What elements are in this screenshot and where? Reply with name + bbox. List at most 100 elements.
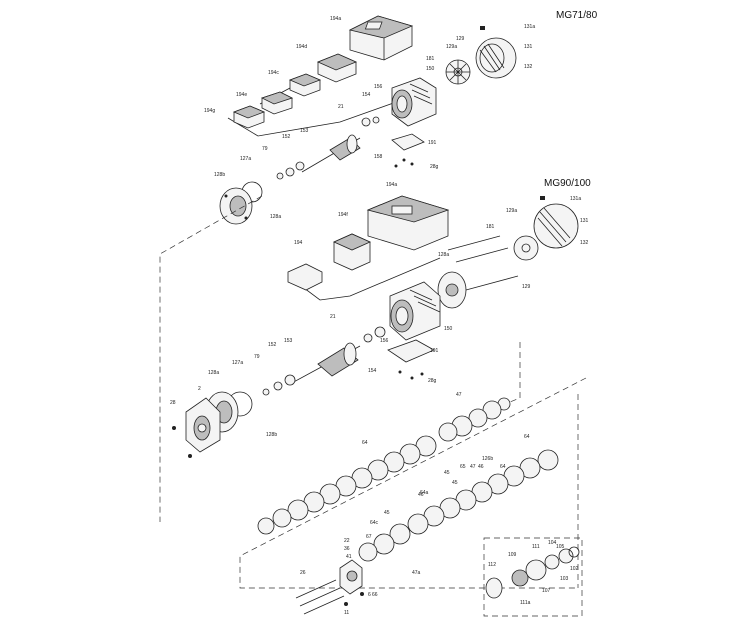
label-pump-base-b: 67 xyxy=(366,534,372,540)
mg90-dashed-frame xyxy=(159,195,263,522)
mg71-fan-cover[interactable] xyxy=(475,37,517,79)
pump-stage-47[interactable] xyxy=(438,397,511,442)
mg71-flange[interactable] xyxy=(219,187,253,225)
pump-stage-64b[interactable] xyxy=(358,449,559,562)
mg71-screw-top[interactable] xyxy=(480,26,485,30)
label-mg90-cover-screw: 132 xyxy=(580,240,589,246)
label-mg90-fan-cover: 131 xyxy=(580,218,589,224)
mg90-fan[interactable] xyxy=(513,235,539,261)
mg71-leader-group xyxy=(227,89,431,137)
mg90-screw-top[interactable] xyxy=(540,196,545,200)
label-mg90-drive-box: 194a xyxy=(386,182,397,188)
mg71-rotor[interactable] xyxy=(301,134,361,173)
mg90-rotor[interactable] xyxy=(289,342,361,385)
mg71-fan[interactable] xyxy=(445,59,471,85)
label-mg90-fan-b: 129a xyxy=(506,208,517,214)
pump-head[interactable] xyxy=(185,397,221,453)
label-mg71-drive-box: 194a xyxy=(330,16,341,22)
label-seal-112: 112 xyxy=(488,562,496,568)
label-seal-104: 104 xyxy=(548,540,557,546)
label-mg71-flange: 128b xyxy=(214,172,225,178)
label-pump-foot-b: 36 xyxy=(344,546,350,552)
label-mg71-bolt: 181 xyxy=(426,56,435,62)
pump-dashed-frame xyxy=(239,377,587,589)
mg90-heading: MG90/100 xyxy=(544,178,591,189)
mg90-ring-a[interactable] xyxy=(284,374,296,386)
label-mg71-oring-a: 79 xyxy=(262,146,268,152)
mg90-bolt[interactable] xyxy=(447,235,519,291)
mg71-bearing-b[interactable] xyxy=(361,117,371,127)
mg90-stator[interactable] xyxy=(389,281,441,341)
seal-109[interactable] xyxy=(511,569,529,587)
mg71-stator[interactable] xyxy=(391,77,437,127)
mg90-module-f[interactable] xyxy=(333,233,371,271)
mg90-drive-box[interactable] xyxy=(366,195,450,251)
pump-nut[interactable] xyxy=(344,602,348,606)
label-seal-111: 111 xyxy=(532,544,540,550)
mg71-module-g[interactable] xyxy=(232,105,266,129)
mg90-leader-group xyxy=(295,257,441,301)
label-mg71-module-e: 194e xyxy=(236,92,247,98)
seal-102[interactable] xyxy=(568,546,580,558)
mg90-module[interactable] xyxy=(287,263,323,291)
pump-screw-b[interactable] xyxy=(188,454,192,458)
label-mg90-ring-b: 152 xyxy=(268,342,277,348)
mg90-bearing-b[interactable] xyxy=(363,333,373,343)
label-mg71-screw-top: 131a xyxy=(524,24,535,30)
label-pump-ring-b: 45 xyxy=(384,510,390,516)
label-pump-foot: 22 xyxy=(344,538,350,544)
mg71-ring-a[interactable] xyxy=(295,161,305,171)
label-pump-foot-c: 41 xyxy=(346,554,352,560)
seal-dashed-box xyxy=(483,537,583,617)
pump-base[interactable] xyxy=(339,559,363,595)
mg90-bearing[interactable] xyxy=(374,326,386,338)
mg71-module-d[interactable] xyxy=(316,53,358,83)
label-seal-103: 103 xyxy=(560,576,569,582)
label-mg90-bearing: 156 xyxy=(380,338,389,344)
label-mg90-bearing-b: 154 xyxy=(368,368,377,374)
label-mg71-ring-a: 153 xyxy=(300,128,309,134)
label-pump-stage-45: 45 xyxy=(444,470,450,476)
mg90-oring-a[interactable] xyxy=(262,388,270,396)
mg71-oring-a[interactable] xyxy=(276,172,284,180)
mg71-plate[interactable] xyxy=(391,133,425,168)
part-labels: 194a194d194c194e194g131a131129129a132181… xyxy=(170,16,589,616)
mg90-plate[interactable] xyxy=(387,339,435,380)
label-mg71-oring-c: 128a xyxy=(270,214,281,220)
mg90-ring-b[interactable] xyxy=(273,381,283,391)
mg90-endshield[interactable] xyxy=(437,271,467,309)
label-mg71-bearing-b: 154 xyxy=(362,92,371,98)
mg71-module-e[interactable] xyxy=(260,91,294,115)
label-mg90-oring-c: 128b xyxy=(266,432,277,438)
pump-nut-b[interactable] xyxy=(360,592,364,596)
label-mg90-endshield: 128a xyxy=(438,252,449,258)
label-mg90-screw-top: 131a xyxy=(570,196,581,202)
label-mg71-washer: 158 xyxy=(374,154,383,160)
label-pump-nut: 11 xyxy=(344,610,349,616)
label-seal-105: 105 xyxy=(556,544,565,550)
label-pump-ring-c: 47a xyxy=(412,570,421,576)
label-mg90-oring-b: 127a xyxy=(232,360,243,366)
label-pump-ring: 64a xyxy=(420,490,429,496)
label-mg90-plate-screw: 28g xyxy=(428,378,437,384)
seal-104[interactable] xyxy=(544,554,560,570)
mg71-module-c[interactable] xyxy=(288,73,322,97)
mg71-bearing-a[interactable] xyxy=(372,116,380,124)
mg90-assembly xyxy=(172,195,579,458)
pump-screw[interactable] xyxy=(172,426,176,430)
pump-stages xyxy=(239,377,587,615)
label-mg90-rotor: 21 xyxy=(330,314,336,320)
seal-105[interactable] xyxy=(558,548,574,564)
seal-112[interactable] xyxy=(485,577,503,599)
label-seal-107: 107 xyxy=(542,588,551,594)
label-mg90-fan: 129 xyxy=(522,284,531,290)
pump-stage-64[interactable] xyxy=(257,435,437,535)
mg71-ring-b[interactable] xyxy=(285,167,295,177)
mg90-fan-cover[interactable] xyxy=(533,203,579,249)
label-pump-stage-47: 47 xyxy=(456,392,462,398)
pump-tie-bolt[interactable] xyxy=(295,579,345,615)
mg71-drive-box[interactable] xyxy=(348,15,414,61)
label-mg71-oring-b: 127a xyxy=(240,156,251,162)
seal-111[interactable] xyxy=(525,559,547,581)
